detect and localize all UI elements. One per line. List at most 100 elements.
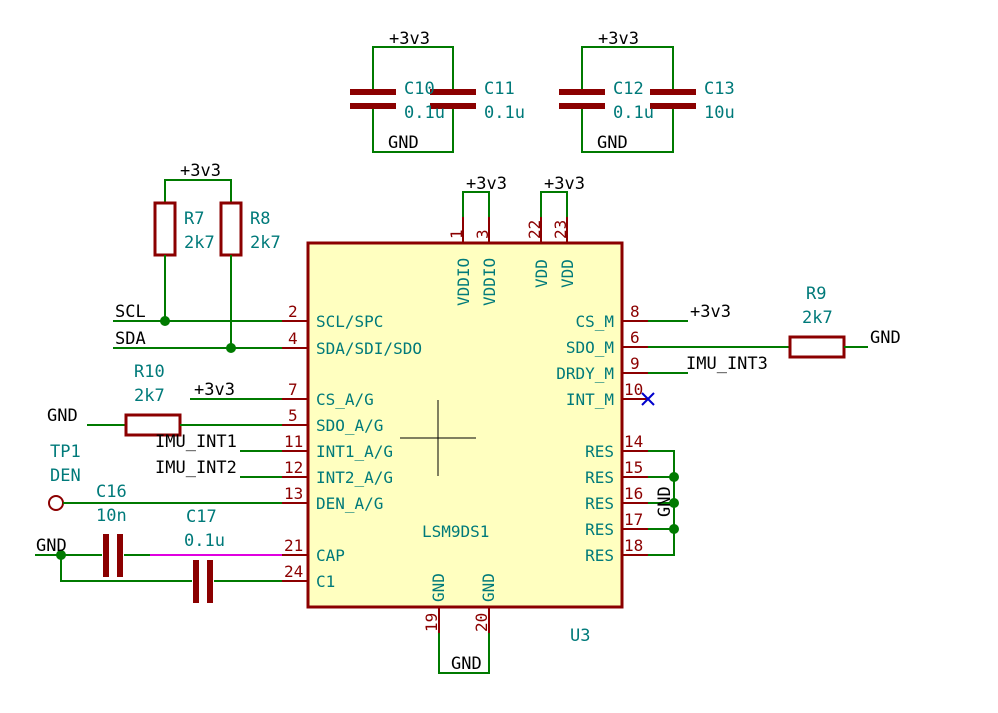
right-nets: +3v3 GND R9 2k7 IMU_INT3 GND bbox=[641, 284, 901, 556]
pin-num-22: 22 bbox=[525, 220, 544, 239]
c17-value: 0.1u bbox=[184, 531, 225, 551]
r9-value: 2k7 bbox=[802, 308, 833, 328]
c17-ref: C17 bbox=[186, 507, 217, 527]
r8-ref: R8 bbox=[250, 209, 270, 229]
res-gnd-label: GND bbox=[655, 486, 675, 517]
chip-right-pins: 8 6 9 10 14 15 16 17 18 CS_M SDO_M DRDY_… bbox=[556, 302, 648, 565]
pin-num-23: 23 bbox=[551, 220, 570, 239]
cs-ag-vcc-label: +3v3 bbox=[194, 380, 235, 400]
bottom-gnd-label: GND bbox=[451, 654, 482, 674]
imu-int3-label: IMU_INT3 bbox=[686, 354, 768, 374]
pin-name-res-14: RES bbox=[585, 442, 614, 461]
c11-ref: C11 bbox=[484, 79, 515, 99]
c10-vcc-label: +3v3 bbox=[389, 29, 430, 49]
pin-num-14: 14 bbox=[624, 432, 643, 451]
pin-num-19: 19 bbox=[422, 613, 441, 632]
pin-num-10: 10 bbox=[624, 380, 643, 399]
chip-ref: U3 bbox=[570, 626, 590, 646]
pin-num-6: 6 bbox=[630, 328, 640, 347]
r10-ref: R10 bbox=[134, 362, 165, 382]
vdd-vcc-label: +3v3 bbox=[544, 174, 585, 194]
pin-num-15: 15 bbox=[624, 458, 643, 477]
pin-num-9: 9 bbox=[630, 354, 640, 373]
r9-ref: R9 bbox=[806, 284, 826, 304]
pin-num-18: 18 bbox=[624, 536, 643, 555]
chip-top-pins: +3v3 +3v3 1 3 22 23 VDDIO VDDIO VDD VDD bbox=[447, 174, 585, 306]
tp1-ref: TP1 bbox=[50, 442, 81, 462]
pin-name-cs-ag: CS_A/G bbox=[316, 390, 374, 409]
pin-num-3: 3 bbox=[473, 229, 492, 239]
pin-num-4: 4 bbox=[288, 329, 298, 348]
c13-value: 10u bbox=[704, 103, 735, 123]
r9-gnd-label: GND bbox=[870, 328, 901, 348]
chip-bottom-pins: GND 19 20 GND GND bbox=[422, 573, 498, 674]
pin-name-vddio-3: VDDIO bbox=[480, 258, 499, 306]
chip-value: LSM9DS1 bbox=[422, 522, 489, 541]
pin-name-int1-ag: INT1_A/G bbox=[316, 442, 393, 461]
c10-gnd-label: GND bbox=[388, 133, 419, 153]
pin-num-17: 17 bbox=[624, 510, 643, 529]
imu-int2-label: IMU_INT2 bbox=[155, 458, 237, 478]
cap-gnd-label: GND bbox=[36, 536, 67, 556]
pin-name-den-ag: DEN_A/G bbox=[316, 494, 383, 513]
c12-value: 0.1u bbox=[613, 103, 654, 123]
pin-name-gnd-19: GND bbox=[429, 573, 448, 602]
pin-num-1: 1 bbox=[447, 229, 466, 239]
pin-num-13: 13 bbox=[284, 484, 303, 503]
pin-name-res-15: RES bbox=[585, 468, 614, 487]
pin-num-5: 5 bbox=[288, 406, 298, 425]
cs-m-vcc-label: +3v3 bbox=[690, 302, 731, 322]
pin-name-int-m: INT_M bbox=[566, 390, 614, 409]
pin-name-sdo-ag: SDO_A/G bbox=[316, 416, 383, 435]
tp1-value: DEN bbox=[50, 466, 81, 486]
pin-name-res-17: RES bbox=[585, 520, 614, 539]
pin-name-sdo-m: SDO_M bbox=[566, 338, 614, 357]
pin-name-res-18: RES bbox=[585, 546, 614, 565]
pin-num-8: 8 bbox=[630, 302, 640, 321]
pin-num-21: 21 bbox=[284, 536, 303, 555]
pin-num-16: 16 bbox=[624, 484, 643, 503]
imu-int1-label: IMU_INT1 bbox=[155, 432, 237, 452]
scl-net-label: SCL bbox=[115, 302, 146, 322]
r7-ref: R7 bbox=[184, 209, 204, 229]
pin-name-drdy-m: DRDY_M bbox=[556, 364, 614, 383]
pin-num-12: 12 bbox=[284, 458, 303, 477]
pin-name-sda: SDA/SDI/SDO bbox=[316, 339, 422, 358]
pin-name-cap: CAP bbox=[316, 546, 345, 565]
c12-gnd-label: GND bbox=[597, 133, 628, 153]
r8-value: 2k7 bbox=[250, 233, 281, 253]
pin-name-vddio-1: VDDIO bbox=[454, 258, 473, 306]
chip-u3: LSM9DS1 U3 bbox=[306, 241, 624, 646]
pin-name-c1: C1 bbox=[316, 572, 335, 591]
c13-ref: C13 bbox=[704, 79, 735, 99]
pin-num-11: 11 bbox=[284, 432, 303, 451]
pin-name-int2-ag: INT2_A/G bbox=[316, 468, 393, 487]
pin-name-scl: SCL/SPC bbox=[316, 312, 383, 331]
pin-num-7: 7 bbox=[288, 380, 298, 399]
c11-value: 0.1u bbox=[484, 103, 525, 123]
r10-gnd-label: GND bbox=[47, 406, 78, 426]
left-nets: SCL SDA +3v3 GND R10 2k7 IMU_INT1 IMU_IN… bbox=[35, 302, 282, 603]
c12-ref: C12 bbox=[613, 79, 644, 99]
cap-group-c10-c11: +3v3 GND C10 0.1u C11 0.1u bbox=[350, 29, 525, 153]
c10-ref: C10 bbox=[404, 79, 435, 99]
c12-vcc-label: +3v3 bbox=[598, 29, 639, 49]
chip-left-pins: 2 4 7 5 11 12 13 21 24 SCL/SPC SDA/SDI/S… bbox=[282, 302, 422, 591]
vddio-vcc-label: +3v3 bbox=[466, 174, 507, 194]
pin-num-2: 2 bbox=[288, 302, 298, 321]
c10-value: 0.1u bbox=[404, 103, 445, 123]
sda-net-label: SDA bbox=[115, 329, 146, 349]
pullup-group-r7-r8: +3v3 R7 2k7 R8 2k7 bbox=[153, 161, 281, 353]
r10-value: 2k7 bbox=[134, 386, 165, 406]
pin-num-24: 24 bbox=[284, 562, 303, 581]
pin-name-vdd-23: VDD bbox=[558, 259, 577, 288]
pin-num-20: 20 bbox=[472, 613, 491, 632]
c16-ref: C16 bbox=[96, 482, 127, 502]
r7-value: 2k7 bbox=[184, 233, 215, 253]
pin-name-cs-m: CS_M bbox=[575, 312, 614, 331]
c16-value: 10n bbox=[96, 506, 127, 526]
pin-name-res-16: RES bbox=[585, 494, 614, 513]
cap-group-c12-c13: +3v3 GND C12 0.1u C13 10u bbox=[559, 29, 735, 153]
pin-name-gnd-20: GND bbox=[479, 573, 498, 602]
